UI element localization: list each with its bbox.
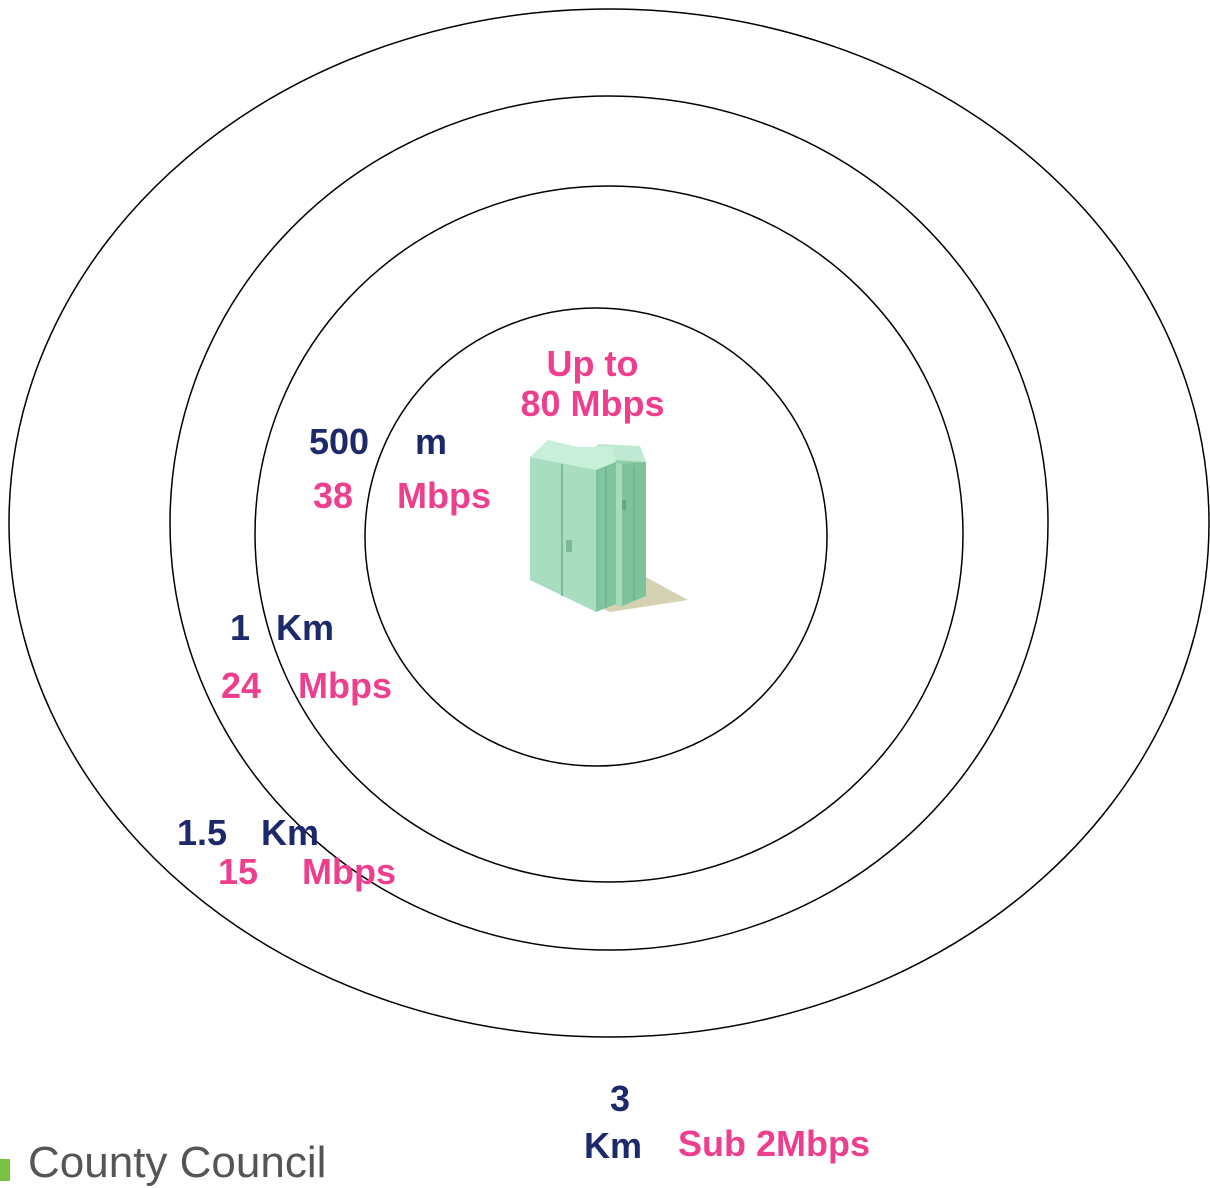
logo: County Council [0, 1138, 326, 1187]
ring-3km-distance-value: 3 [609, 1078, 631, 1119]
ring-1km-speed-value: 24 [221, 665, 262, 706]
logo-mark-icon [0, 1159, 10, 1181]
ring-1-5km-distance-value: 1.5 [177, 812, 228, 853]
ring-3km [8, 8, 1210, 1038]
ring-500m-speed-value: 38 [313, 475, 354, 516]
ring-1-5km [169, 95, 1049, 951]
ring-1km-distance-unit: Km [276, 607, 335, 648]
ring-500m [364, 307, 828, 767]
ring-1-5km-distance-unit: Km [261, 812, 320, 853]
center-label-line1: Up to [546, 343, 639, 384]
ring-1km-distance-value: 1 [230, 607, 251, 648]
ring-1km-speed-unit: Mbps [298, 665, 392, 706]
ring-500m-distance-value: 500 [309, 421, 370, 462]
ring-1km [254, 185, 964, 883]
ring-3km-distance-unit: Km [584, 1125, 643, 1166]
ring-1-5km-speed-value: 15 [218, 851, 259, 892]
center-label-line2: 80 Mbps [520, 383, 665, 424]
ring-3km-speed: Sub 2Mbps [678, 1123, 871, 1164]
ring-500m-distance-unit: m [415, 421, 448, 462]
logo-text: County Council [28, 1138, 327, 1187]
street-cabinet-icon [530, 440, 688, 612]
ring-1-5km-speed-unit: Mbps [302, 851, 396, 892]
center-speed-label: Up to 80 Mbps [500, 346, 685, 422]
ring-500m-speed-unit: Mbps [397, 475, 491, 516]
